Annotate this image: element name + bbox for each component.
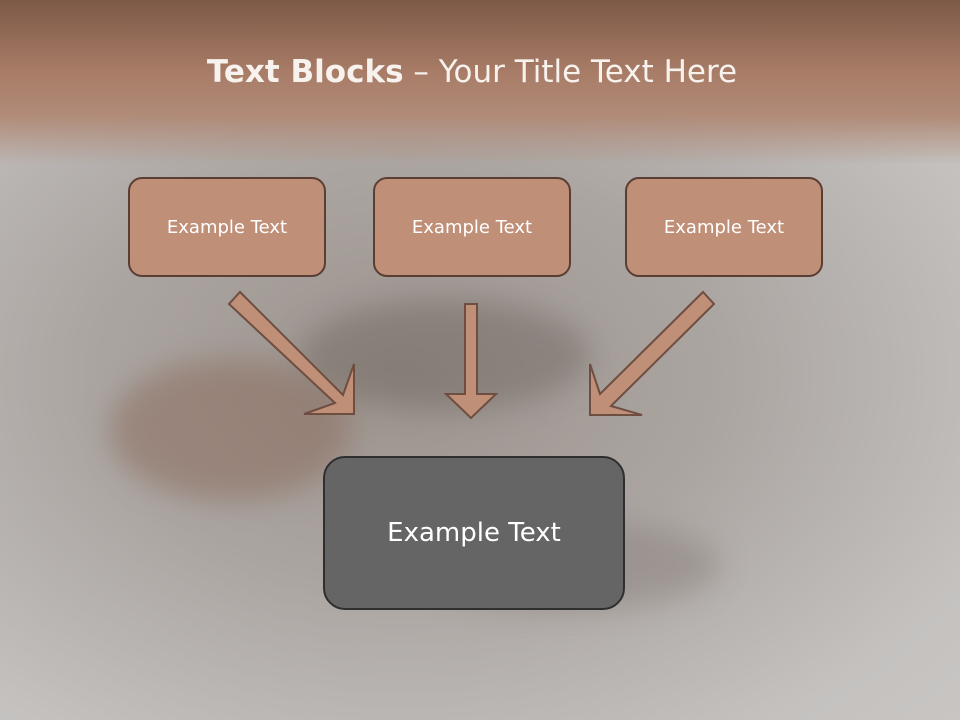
target-block[interactable]: Example Text bbox=[323, 456, 625, 610]
text-block-1[interactable]: Example Text bbox=[128, 177, 326, 277]
title-rest: Your Title Text Here bbox=[438, 54, 738, 90]
arrow-left bbox=[227, 290, 355, 415]
title-banner bbox=[0, 0, 960, 165]
background-hand-shape bbox=[110, 360, 350, 500]
title-bold: Text Blocks bbox=[206, 54, 404, 90]
title-separator: – bbox=[403, 54, 439, 90]
text-block-3[interactable]: Example Text bbox=[625, 177, 823, 277]
page-title: Text Blocks – Your Title Text Here bbox=[0, 54, 944, 90]
arrow-center bbox=[443, 303, 499, 420]
text-block-2[interactable]: Example Text bbox=[373, 177, 571, 277]
arrow-right bbox=[589, 290, 716, 416]
